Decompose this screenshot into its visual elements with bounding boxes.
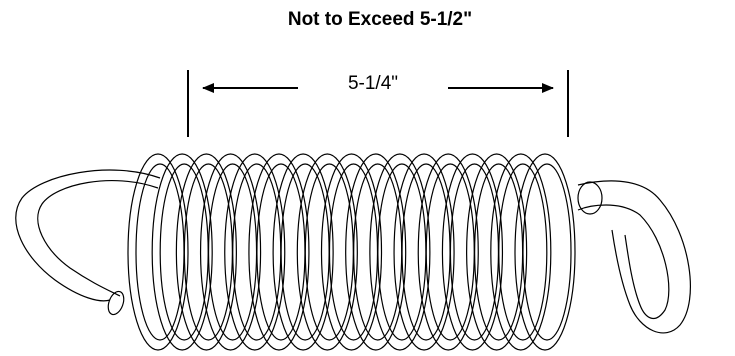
coil-outer <box>127 153 189 351</box>
coil-outer <box>369 153 431 351</box>
coil-inner <box>522 163 572 341</box>
max-length-note: Not to Exceed 5-1/2" <box>287 9 473 30</box>
right-loop <box>577 180 691 334</box>
coil-outer <box>296 153 358 351</box>
coil-outer <box>490 153 552 351</box>
dimension-label: 5-1/4" <box>298 73 448 95</box>
coil-outer <box>417 153 479 351</box>
coil-outer <box>224 153 286 351</box>
coil-outer <box>393 153 455 351</box>
spring-coils <box>127 153 576 351</box>
coil-outer <box>248 153 310 351</box>
coil-outer <box>514 153 576 351</box>
coil-outer <box>345 153 407 351</box>
coil-outer <box>175 153 237 351</box>
coil-outer <box>272 153 334 351</box>
left-hook <box>15 169 161 316</box>
coil-inner <box>498 163 548 341</box>
coil-outer <box>466 153 528 351</box>
coil-outer <box>320 153 383 351</box>
coil-outer <box>199 153 262 351</box>
coil-outer <box>151 153 213 351</box>
coil-outer <box>441 153 504 351</box>
